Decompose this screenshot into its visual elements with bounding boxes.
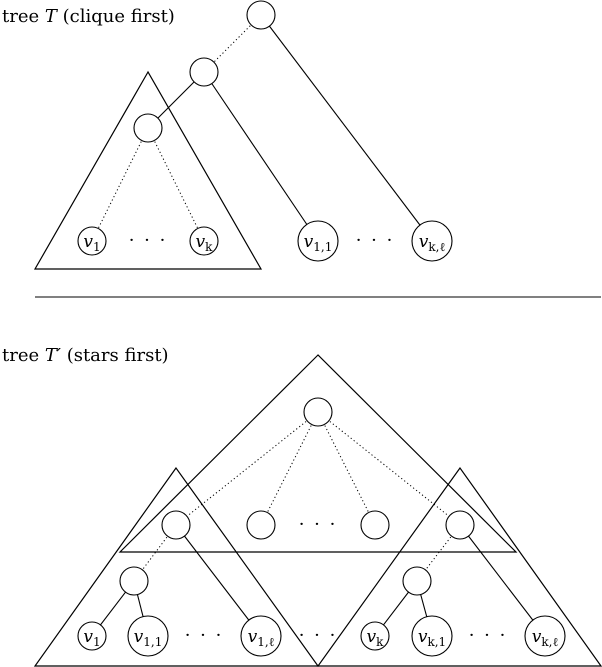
top-ellipsis-stars: · · ·: [356, 230, 395, 251]
bottom-edge-root-to-n2: [260, 411, 319, 526]
bottom-edge-root-to-n3: [317, 411, 376, 526]
bottom-leaf-vk: vk: [360, 621, 390, 651]
top-root-node: [246, 0, 276, 30]
svg-text:v1,1: v1,1: [304, 232, 333, 254]
bottom-clique-node-3: [360, 510, 390, 540]
top-edge-clique-root-to-v1: [91, 127, 149, 242]
top-edge-internal-to-v11: [203, 71, 319, 242]
bottom-right-internal-node: [402, 566, 432, 596]
bottom-edge-root-to-n4: [317, 411, 461, 526]
svg-text:v1,ℓ: v1,ℓ: [248, 627, 275, 649]
bottom-caption: tree T′ (stars first): [2, 345, 169, 366]
bottom-leaf-vk1: vk,1: [411, 615, 453, 657]
svg-text:vk: vk: [196, 232, 214, 254]
bottom-ellipsis-clique: · · ·: [299, 514, 338, 535]
svg-text:vk,1: vk,1: [418, 627, 446, 649]
bottom-leaf-v1l: v1,ℓ: [240, 615, 282, 657]
bottom-leaf-v1: v1: [77, 621, 107, 651]
svg-text:vk,ℓ: vk,ℓ: [419, 232, 446, 254]
top-leaf-vk: vk: [189, 226, 219, 256]
bottom-clique-node-1: [161, 510, 191, 540]
svg-text:vk,ℓ: vk,ℓ: [532, 627, 559, 649]
svg-text:v1: v1: [83, 627, 100, 649]
svg-text:vk: vk: [367, 627, 385, 649]
bottom-leaf-vkl: vk,ℓ: [524, 615, 566, 657]
bottom-edge-root-to-n1: [175, 411, 319, 526]
bottom-ellipsis-right-star: · · ·: [469, 625, 508, 646]
top-edge-root-to-vkl: [260, 14, 433, 242]
top-clique-triangle: [33, 70, 263, 270]
bottom-clique-triangle: [118, 354, 518, 553]
top-leaf-v11: v1,1: [297, 220, 339, 262]
top-internal-node: [189, 57, 219, 87]
top-leaf-v1: v1: [77, 226, 107, 256]
top-clique-root-node: [133, 113, 163, 143]
top-leaf-vkl: vk,ℓ: [411, 220, 453, 262]
bottom-ellipsis-left-star: · · ·: [185, 625, 224, 646]
bottom-clique-node-4: [445, 510, 475, 540]
top-ellipsis-clique: · · ·: [129, 230, 168, 251]
top-caption: tree T (clique first): [2, 6, 175, 27]
bottom-left-star-triangle: [33, 466, 320, 667]
bottom-clique-node-2: [246, 510, 276, 540]
svg-text:v1: v1: [83, 232, 100, 254]
bottom-ellipsis-between-stars: · · ·: [299, 625, 338, 646]
bottom-leaf-v11: v1,1: [127, 615, 169, 657]
bottom-right-star-triangle: [316, 466, 602, 667]
top-edge-clique-root-to-vk: [147, 127, 205, 242]
bottom-root-node: [303, 397, 333, 427]
svg-text:v1,1: v1,1: [134, 627, 163, 649]
bottom-edge-n4-to-vkl: [459, 524, 546, 637]
bottom-edge-n1-to-v1l: [175, 524, 262, 637]
bottom-left-internal-node: [119, 566, 149, 596]
